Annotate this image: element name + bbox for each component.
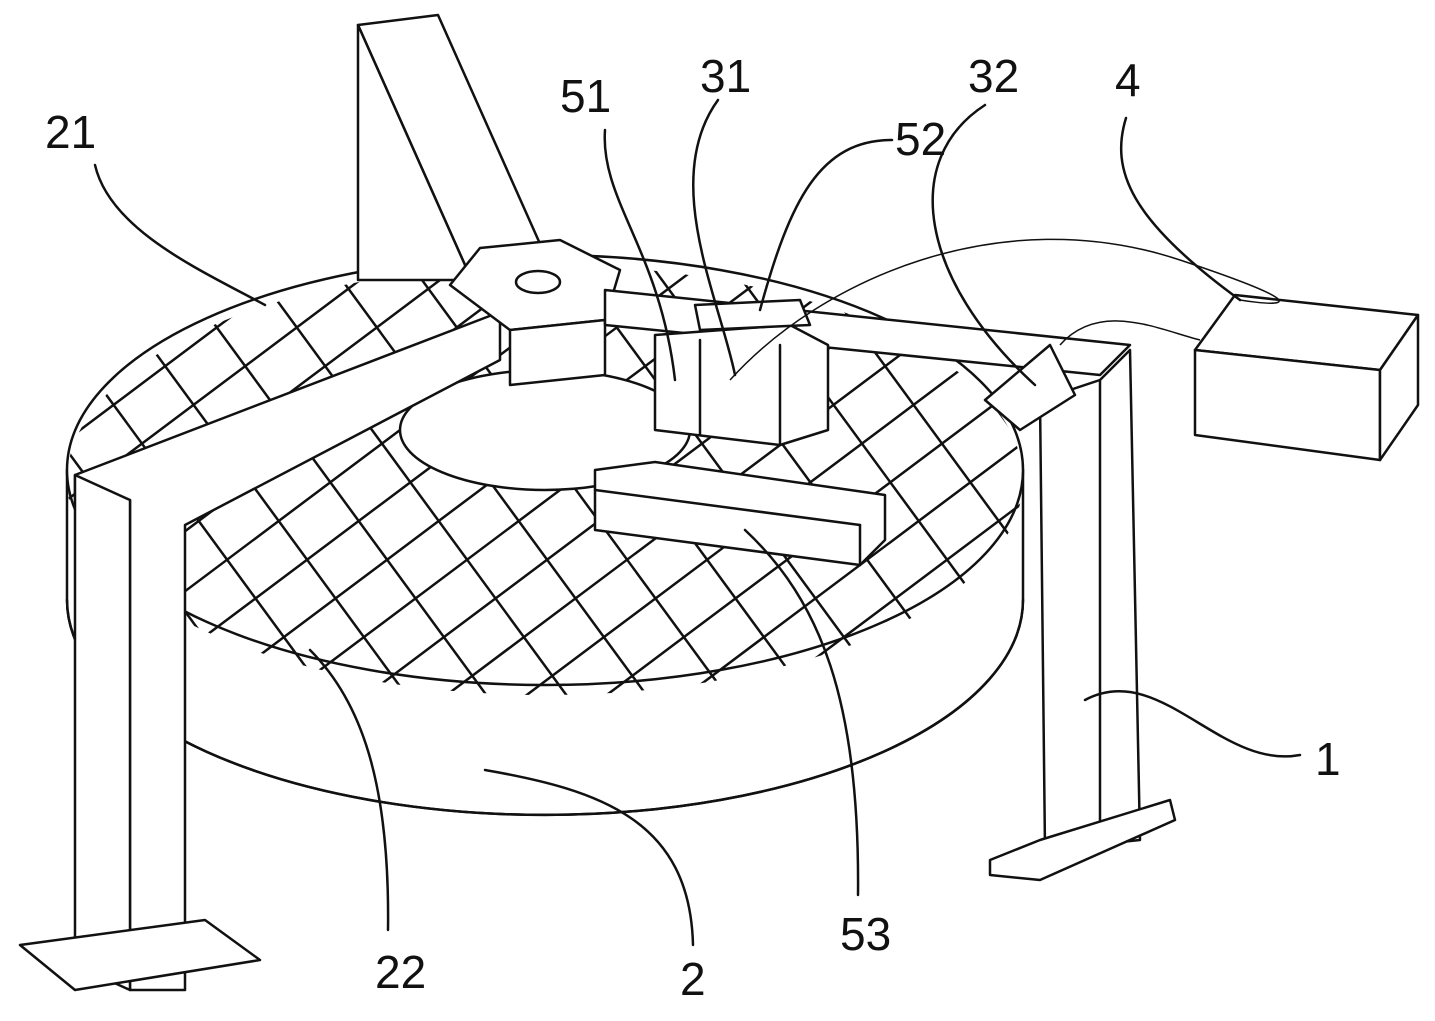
leader-lines bbox=[93, 98, 1302, 947]
grid-line bbox=[598, 265, 1023, 695]
label-2: 2 bbox=[680, 953, 706, 1005]
label-52: 52 bbox=[895, 113, 946, 165]
label-22: 22 bbox=[375, 946, 426, 998]
grid-line bbox=[758, 265, 1023, 695]
cable-2 bbox=[1059, 320, 1201, 346]
label-4: 4 bbox=[1115, 54, 1141, 106]
frame-left bbox=[18, 310, 502, 992]
label-1: 1 bbox=[1315, 733, 1341, 785]
grid-line bbox=[238, 265, 572, 695]
label-32: 32 bbox=[968, 50, 1019, 102]
label-51: 51 bbox=[560, 70, 611, 122]
grid-line bbox=[67, 265, 322, 695]
component-31 bbox=[653, 298, 830, 447]
frame-rear bbox=[356, 13, 547, 282]
component-32 bbox=[983, 343, 1077, 432]
grid-line bbox=[158, 265, 492, 695]
label-31: 31 bbox=[700, 50, 751, 102]
hub bbox=[448, 238, 622, 387]
component-53 bbox=[593, 460, 887, 567]
grid-line bbox=[0, 250, 10, 700]
cable-1 bbox=[729, 238, 1280, 381]
control-box bbox=[1193, 293, 1420, 462]
frame-right-leg bbox=[983, 343, 1177, 882]
label-53: 53 bbox=[840, 908, 891, 960]
grid-line bbox=[678, 265, 1023, 695]
label-21: 21 bbox=[45, 106, 96, 158]
